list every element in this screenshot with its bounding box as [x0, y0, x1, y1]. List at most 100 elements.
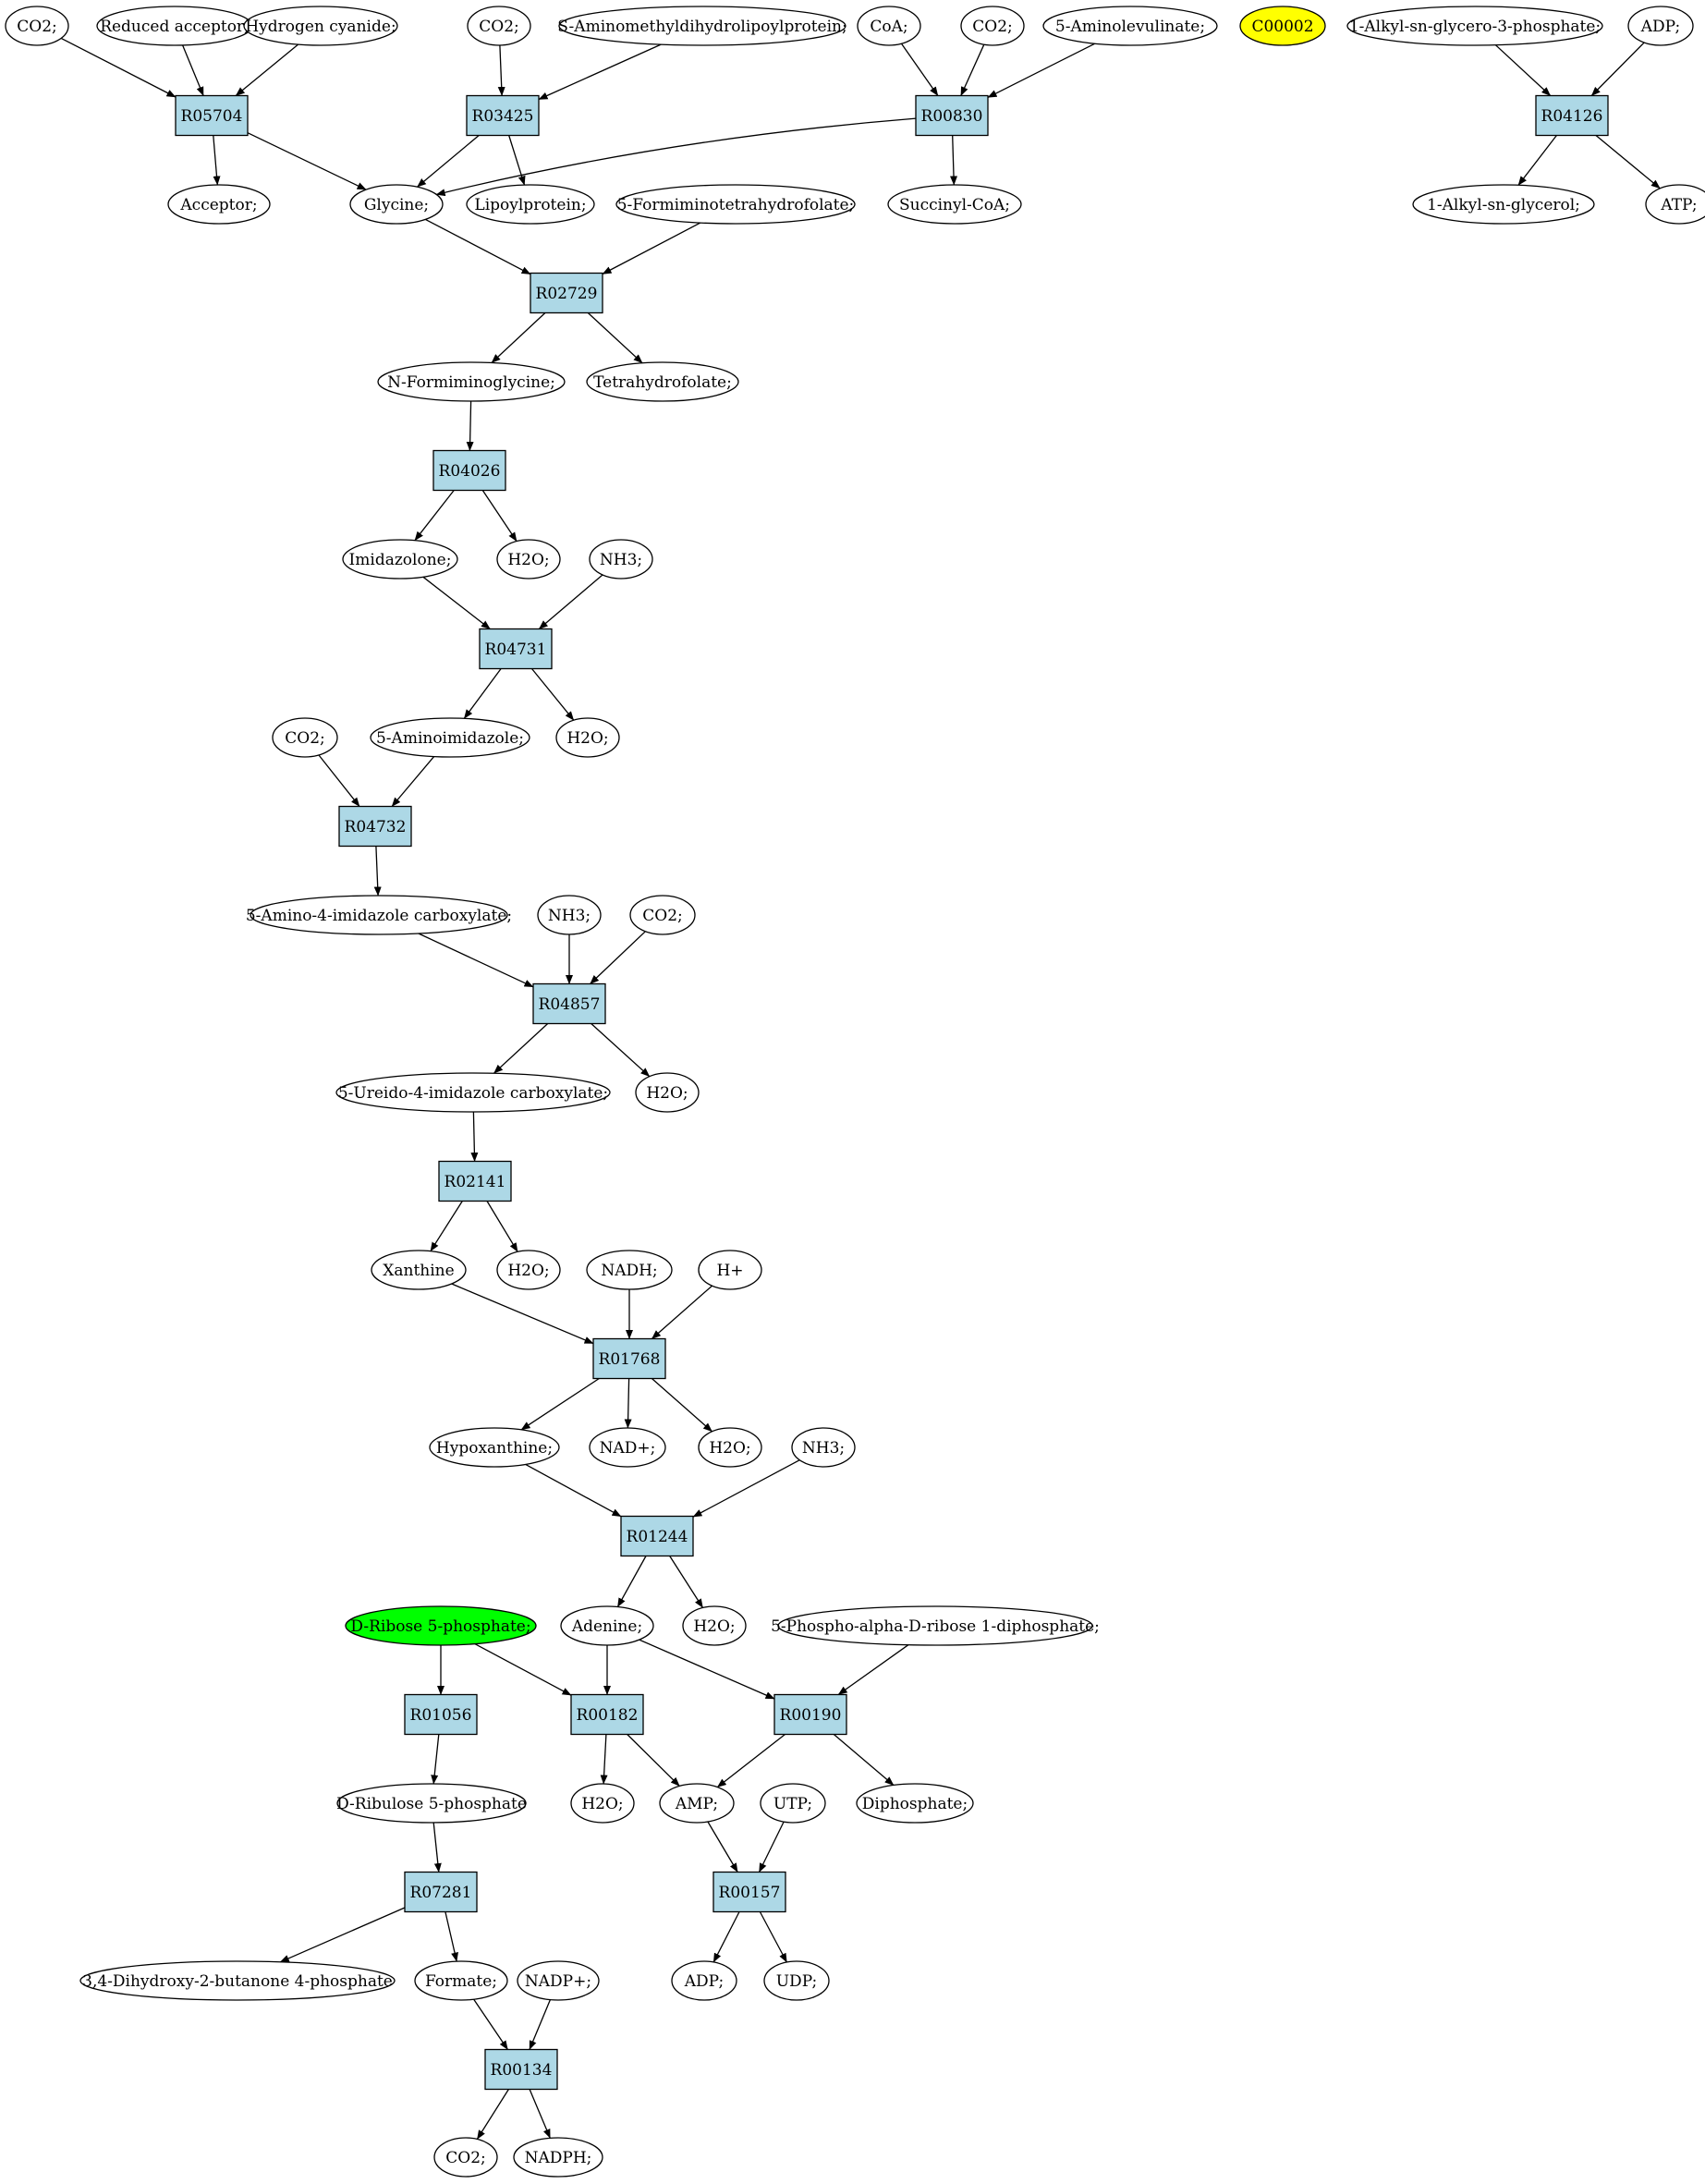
metabolite-node-dhbp[interactable]: 3,4-Dihydroxy-2-butanone 4-phosphate: [79, 1960, 396, 2001]
metabolite-node-aminoimidazole[interactable]: 5-Aminoimidazole;: [370, 717, 530, 758]
reaction-node-r01768[interactable]: R01768: [592, 1337, 666, 1380]
metabolite-node-lipoylprotein[interactable]: Lipoylprotein;: [466, 184, 595, 225]
metabolite-node-h2o-g[interactable]: H2O;: [570, 1783, 635, 1824]
metabolite-ellipse: [615, 184, 856, 225]
edge-s-aminomethyl-to-r03425: [538, 43, 662, 101]
reaction-node-r04732[interactable]: R04732: [338, 805, 412, 848]
reaction-node-r02141[interactable]: R02141: [438, 1160, 512, 1202]
reaction-node-r00182[interactable]: R00182: [570, 1693, 644, 1736]
edge-co2-c-to-r00830: [960, 43, 985, 96]
metabolite-node-aica[interactable]: 5-Amino-4-imidazole carboxylate;: [246, 895, 512, 935]
metabolite-node-hypoxanthine[interactable]: Hypoxanthine;: [429, 1427, 560, 1468]
metabolite-node-co2-d[interactable]: CO2;: [272, 717, 338, 758]
metabolite-node-s-aminomethyl[interactable]: S-Aminomethyldihydrolipoylprotein;: [557, 6, 847, 46]
reaction-node-r02729[interactable]: R02729: [530, 272, 603, 314]
edge-ribose5p-to-r00182: [474, 1643, 572, 1696]
metabolite-ellipse: [1239, 6, 1326, 46]
metabolite-ellipse: [1042, 6, 1218, 46]
metabolite-label: Acceptor;: [179, 196, 257, 214]
metabolite-node-h2o-b[interactable]: H2O;: [555, 717, 620, 758]
metabolite-ellipse: [1412, 184, 1595, 225]
reaction-node-r05704[interactable]: R05704: [175, 94, 249, 137]
metabolite-ellipse: [496, 1250, 561, 1290]
metabolite-node-nh3-a[interactable]: NH3;: [589, 539, 653, 580]
metabolite-node-formiminothf[interactable]: 5-Formiminotetrahydrofolate;: [615, 184, 856, 225]
metabolite-node-amp[interactable]: AMP;: [659, 1783, 735, 1824]
reaction-box: [712, 1871, 786, 1913]
metabolite-node-udp[interactable]: UDP;: [763, 1960, 830, 2001]
metabolite-node-hydrogen-cyanide[interactable]: Hydrogen cyanide;: [243, 6, 398, 46]
metabolite-node-co2-b[interactable]: CO2;: [467, 6, 531, 46]
metabolite-node-co2-a[interactable]: CO2;: [5, 6, 69, 46]
metabolite-ellipse: [629, 895, 696, 935]
metabolite-node-nadp-plus[interactable]: NADP+;: [517, 1960, 600, 2001]
edge-nadp-plus-to-r00134: [529, 1999, 552, 2050]
metabolite-node-coa[interactable]: CoA;: [857, 6, 921, 46]
reaction-node-r07281[interactable]: R07281: [404, 1871, 478, 1913]
metabolite-node-ribose5p[interactable]: D-Ribose 5-phosphate;: [345, 1605, 537, 1646]
metabolite-node-reduced-acceptor[interactable]: Reduced acceptor;: [96, 6, 253, 46]
reaction-box: [404, 1693, 478, 1736]
metabolite-node-adenine[interactable]: Adenine;: [560, 1605, 654, 1646]
reaction-node-r00134[interactable]: R00134: [484, 2048, 558, 2091]
reaction-node-r00190[interactable]: R00190: [773, 1693, 847, 1736]
metabolite-ellipse: [79, 1960, 396, 2001]
metabolite-node-ribulose5p[interactable]: D-Ribulose 5-phosphate: [336, 1783, 527, 1824]
metabolite-node-nh3-b[interactable]: NH3;: [537, 895, 602, 935]
metabolite-node-nad-plus[interactable]: NAD+;: [589, 1427, 666, 1468]
metabolite-node-nadh[interactable]: NADH;: [586, 1250, 673, 1290]
edge-r04026-to-imidazolone: [414, 490, 455, 542]
metabolite-node-alkyl-g3p[interactable]: 1-Alkyl-sn-glycero-3-phosphate;: [1346, 6, 1603, 46]
metabolite-node-h2o-f[interactable]: H2O;: [682, 1605, 747, 1646]
metabolite-node-nadph[interactable]: NADPH;: [513, 2137, 603, 2178]
metabolite-node-h-plus[interactable]: H+: [698, 1250, 762, 1290]
metabolite-label: NADP+;: [525, 1972, 591, 1991]
reaction-box: [404, 1871, 478, 1913]
metabolite-node-atp[interactable]: ATP;: [1645, 184, 1705, 225]
reaction-node-r04126[interactable]: R04126: [1535, 94, 1609, 137]
reaction-node-r04026[interactable]: R04026: [432, 449, 506, 492]
metabolite-node-h2o-c[interactable]: H2O;: [635, 1072, 700, 1113]
metabolite-node-n-formiminoglycine[interactable]: N-Formiminoglycine;: [377, 361, 566, 402]
metabolite-ellipse: [272, 717, 338, 758]
metabolite-node-succinyl-coa[interactable]: Succinyl-CoA;: [887, 184, 1022, 225]
metabolite-node-utp[interactable]: UTP;: [760, 1783, 826, 1824]
metabolite-ellipse: [414, 1960, 508, 2001]
metabolite-node-adp-b[interactable]: ADP;: [671, 1960, 737, 2001]
metabolite-node-prpp[interactable]: 5-Phospho-alpha-D-ribose 1-diphosphate;: [771, 1605, 1100, 1646]
reaction-box: [915, 94, 989, 137]
metabolite-ellipse: [513, 2137, 603, 2178]
reaction-node-r00830[interactable]: R00830: [915, 94, 989, 137]
metabolite-node-imidazolone[interactable]: Imidazolone;: [342, 539, 458, 580]
metabolite-node-co2-c[interactable]: CO2;: [960, 6, 1025, 46]
metabolite-node-xanthine[interactable]: Xanthine: [371, 1250, 467, 1290]
metabolite-node-glycine[interactable]: Glycine;: [349, 184, 444, 225]
reaction-node-r01244[interactable]: R01244: [620, 1515, 694, 1557]
reaction-node-r01056[interactable]: R01056: [404, 1693, 478, 1736]
reaction-node-r00157[interactable]: R00157: [712, 1871, 786, 1913]
metabolite-node-co2-e[interactable]: CO2;: [629, 895, 696, 935]
reaction-label: R07281: [410, 1884, 472, 1902]
metabolite-node-uica[interactable]: 5-Ureido-4-imidazole carboxylate;: [335, 1072, 611, 1113]
reaction-node-r03425[interactable]: R03425: [466, 94, 540, 137]
metabolite-node-h2o-e[interactable]: H2O;: [698, 1427, 762, 1468]
metabolite-node-formate[interactable]: Formate;: [414, 1960, 508, 2001]
metabolite-ellipse: [763, 1960, 830, 2001]
metabolite-node-co2-f[interactable]: CO2;: [433, 2137, 498, 2178]
metabolite-node-adp-a[interactable]: ADP;: [1627, 6, 1694, 46]
metabolite-node-thf[interactable]: Tetrahydrofolate;: [586, 361, 739, 402]
reaction-node-r04857[interactable]: R04857: [532, 982, 606, 1025]
reaction-node-r04731[interactable]: R04731: [479, 628, 553, 670]
metabolite-node-h2o-d[interactable]: H2O;: [496, 1250, 561, 1290]
reaction-box: [484, 2048, 558, 2091]
metabolite-node-c00002[interactable]: C00002: [1239, 6, 1326, 46]
metabolite-node-h2o-a[interactable]: H2O;: [496, 539, 561, 580]
metabolite-label: NH3;: [548, 907, 591, 925]
metabolite-node-alkyl-glycerol[interactable]: 1-Alkyl-sn-glycerol;: [1412, 184, 1595, 225]
metabolite-node-aminolevulinate[interactable]: 5-Aminolevulinate;: [1042, 6, 1218, 46]
edge-r00182-to-amp: [627, 1734, 680, 1787]
metabolite-node-diphosphate[interactable]: Diphosphate;: [856, 1783, 974, 1824]
metabolite-node-nh3-c[interactable]: NH3;: [791, 1427, 856, 1468]
reaction-label: R04732: [345, 818, 407, 836]
metabolite-node-acceptor[interactable]: Acceptor;: [167, 184, 271, 225]
